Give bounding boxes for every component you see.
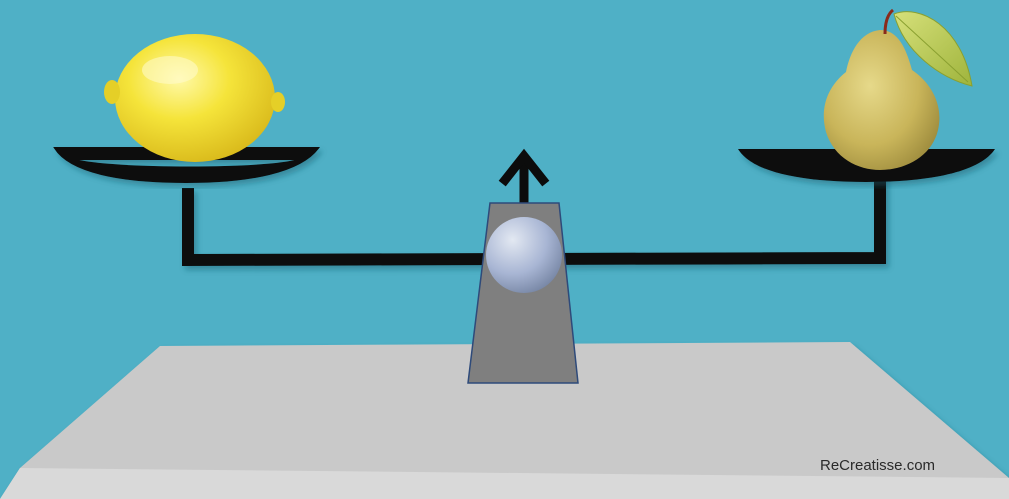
pear — [823, 8, 973, 170]
arrow-up-icon — [498, 148, 550, 205]
pivot-ball — [486, 217, 562, 293]
lemon — [104, 34, 285, 162]
watermark-text: ReCreatisse.com — [820, 457, 936, 474]
left-pan — [53, 147, 321, 184]
table-surface — [0, 342, 1009, 499]
